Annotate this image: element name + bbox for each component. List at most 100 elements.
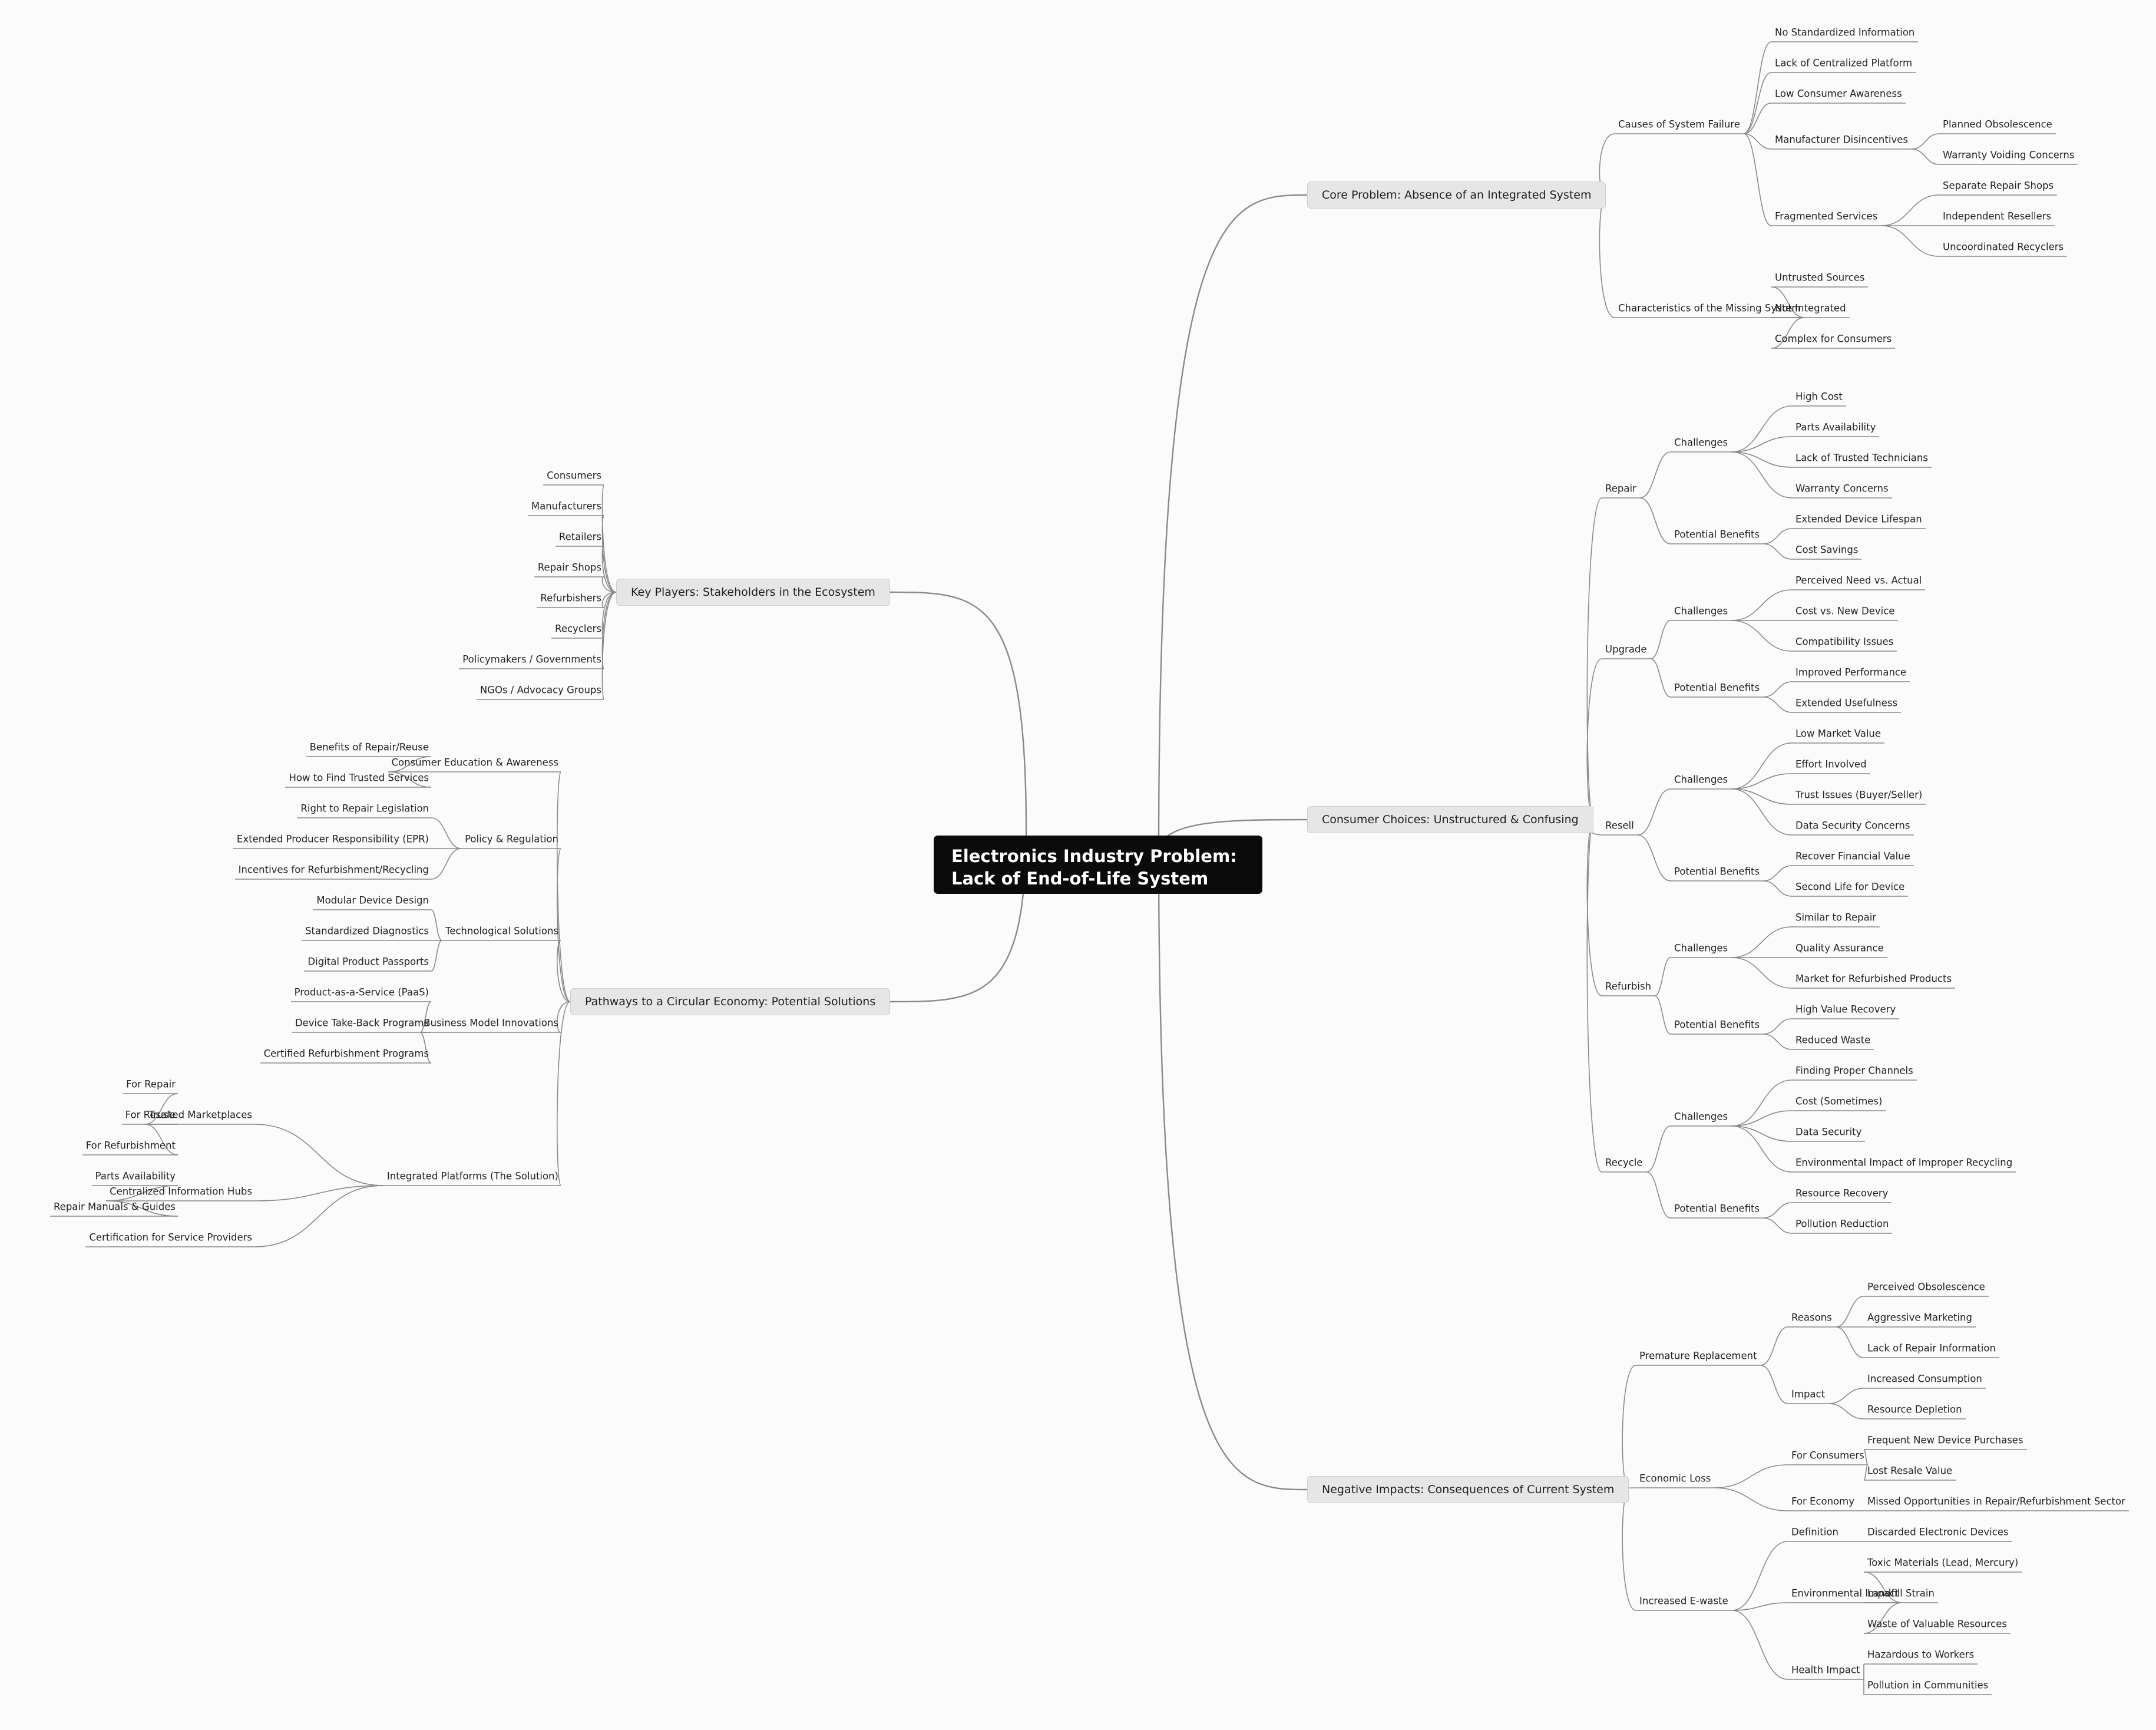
node-aggressive-marketing: Aggressive Marketing: [1867, 1312, 1972, 1323]
node-impact: Impact: [1791, 1388, 1826, 1400]
node-perceived-obsolescence: Perceived Obsolescence: [1867, 1281, 1985, 1293]
node-complex-for-consumers: Complex for Consumers: [1775, 333, 1892, 345]
node-refurbish: Refurbish: [1605, 980, 1652, 992]
node-device-take-back-programs: Device Take-Back Programs: [295, 1017, 429, 1029]
node-extended-producer-responsibility-epr: Extended Producer Responsibility (EPR): [236, 833, 429, 845]
node-reasons: Reasons: [1791, 1312, 1832, 1323]
node-standardized-diagnostics: Standardized Diagnostics: [305, 925, 429, 937]
node-separate-repair-shops: Separate Repair Shops: [1943, 180, 2054, 192]
node-challenges: Challenges: [1674, 437, 1728, 448]
node-lack-of-trusted-technicians: Lack of Trusted Technicians: [1795, 452, 1928, 464]
node-for-repair: For Repair: [126, 1078, 176, 1090]
node-parts-availability: Parts Availability: [95, 1170, 176, 1182]
node-product-as-a-service-paas: Product-as-a-Service (PaaS): [294, 986, 429, 998]
node-potential-benefits: Potential Benefits: [1674, 1019, 1760, 1031]
branch-core-problem-absence-of-an-integrated-system: Core Problem: Absence of an Integrated S…: [1307, 181, 1606, 209]
node-data-security: Data Security: [1795, 1126, 1862, 1138]
node-no-standardized-information: No Standardized Information: [1775, 27, 1915, 38]
node-retailers: Retailers: [558, 531, 601, 543]
node-pollution-in-communities: Pollution in Communities: [1867, 1679, 1989, 1691]
node-quality-assurance: Quality Assurance: [1795, 942, 1884, 954]
node-manufacturers: Manufacturers: [531, 500, 601, 512]
node-frequent-new-device-purchases: Frequent New Device Purchases: [1867, 1434, 2023, 1446]
node-potential-benefits: Potential Benefits: [1674, 1203, 1760, 1214]
node-refurbishers: Refurbishers: [540, 592, 601, 604]
node-reduced-waste: Reduced Waste: [1795, 1034, 1871, 1046]
node-low-market-value: Low Market Value: [1795, 728, 1881, 739]
node-improved-performance: Improved Performance: [1795, 666, 1907, 678]
node-potential-benefits: Potential Benefits: [1674, 866, 1760, 877]
node-policy-regulation: Policy & Regulation: [465, 833, 558, 845]
node-incentives-for-refurbishment-recycling: Incentives for Refurbishment/Recycling: [238, 864, 429, 876]
node-integrated-platforms-the-solution: Integrated Platforms (The Solution): [386, 1170, 558, 1182]
central-topic-line-1: Electronics Industry Problem:: [951, 846, 1237, 866]
node-repair-shops: Repair Shops: [537, 562, 601, 573]
node-health-impact: Health Impact: [1791, 1664, 1860, 1676]
node-definition: Definition: [1791, 1526, 1838, 1538]
node-potential-benefits: Potential Benefits: [1674, 682, 1760, 694]
node-upgrade: Upgrade: [1605, 643, 1647, 655]
node-technological-solutions: Technological Solutions: [445, 925, 558, 937]
node-digital-product-passports: Digital Product Passports: [307, 956, 429, 968]
node-consumer-education-awareness: Consumer Education & Awareness: [391, 757, 558, 768]
node-characteristics-of-the-missing-system: Characteristics of the Missing System: [1618, 302, 1801, 314]
node-challenges: Challenges: [1674, 942, 1728, 954]
node-extended-usefulness: Extended Usefulness: [1795, 697, 1898, 709]
node-resource-depletion: Resource Depletion: [1867, 1404, 1962, 1415]
node-recycle: Recycle: [1605, 1157, 1643, 1168]
node-certification-for-service-providers: Certification for Service Providers: [89, 1232, 252, 1243]
node-pollution-reduction: Pollution Reduction: [1795, 1218, 1889, 1230]
node-recyclers: Recyclers: [555, 623, 601, 635]
node-lack-of-centralized-platform: Lack of Centralized Platform: [1775, 57, 1913, 69]
node-causes-of-system-failure: Causes of System Failure: [1618, 118, 1740, 130]
node-discarded-electronic-devices: Discarded Electronic Devices: [1867, 1526, 2009, 1538]
node-for-consumers: For Consumers: [1791, 1450, 1864, 1461]
node-trust-issues-buyer-seller: Trust Issues (Buyer/Seller): [1795, 789, 1923, 801]
node-resell: Resell: [1605, 820, 1634, 831]
node-business-model-innovations: Business Model Innovations: [424, 1017, 558, 1029]
node-perceived-need-vs-actual: Perceived Need vs. Actual: [1795, 575, 1922, 586]
branch-consumer-choices-unstructured-confusing: Consumer Choices: Unstructured & Confusi…: [1307, 806, 1593, 833]
node-for-resale: For Resale: [125, 1109, 176, 1121]
node-for-refurbishment: For Refurbishment: [85, 1140, 176, 1151]
node-repair-manuals-guides: Repair Manuals & Guides: [53, 1201, 176, 1213]
node-economic-loss: Economic Loss: [1639, 1473, 1711, 1484]
node-cost-savings: Cost Savings: [1795, 544, 1859, 556]
node-parts-availability: Parts Availability: [1795, 421, 1876, 433]
node-independent-resellers: Independent Resellers: [1943, 210, 2052, 222]
node-consumers: Consumers: [547, 470, 601, 481]
node-ngos-advocacy-groups: NGOs / Advocacy Groups: [480, 684, 601, 696]
node-repair: Repair: [1605, 483, 1636, 494]
node-warranty-concerns: Warranty Concerns: [1795, 483, 1889, 494]
node-how-to-find-trusted-services: How to Find Trusted Services: [289, 772, 429, 784]
node-untrusted-sources: Untrusted Sources: [1775, 272, 1865, 283]
node-policymakers-governments: Policymakers / Governments: [462, 653, 601, 665]
central-topic-line-2: Lack of End-of-Life System: [951, 869, 1209, 889]
node-warranty-voiding-concerns: Warranty Voiding Concerns: [1943, 149, 2075, 161]
node-compatibility-issues: Compatibility Issues: [1795, 636, 1894, 648]
node-increased-consumption: Increased Consumption: [1867, 1373, 1982, 1385]
node-not-integrated: Not Integrated: [1775, 302, 1846, 314]
node-environmental-impact: Environmental Impact: [1791, 1587, 1899, 1599]
node-finding-proper-channels: Finding Proper Channels: [1795, 1065, 1913, 1077]
node-landfill-strain: Landfill Strain: [1867, 1587, 1935, 1599]
node-trusted-marketplaces: Trusted Marketplaces: [148, 1109, 252, 1121]
node-second-life-for-device: Second Life for Device: [1795, 881, 1905, 893]
node-challenges: Challenges: [1674, 1111, 1728, 1122]
node-centralized-information-hubs: Centralized Information Hubs: [110, 1186, 252, 1197]
node-lost-resale-value: Lost Resale Value: [1867, 1465, 1953, 1477]
node-hazardous-to-workers: Hazardous to Workers: [1867, 1649, 1975, 1660]
node-potential-benefits: Potential Benefits: [1674, 529, 1760, 540]
node-fragmented-services: Fragmented Services: [1775, 210, 1878, 222]
node-lack-of-repair-information: Lack of Repair Information: [1867, 1342, 1996, 1354]
node-cost-sometimes: Cost (Sometimes): [1795, 1095, 1883, 1107]
node-environmental-impact-of-improper-recycling: Environmental Impact of Improper Recycli…: [1795, 1157, 2013, 1168]
node-cost-vs-new-device: Cost vs. New Device: [1795, 605, 1895, 617]
node-modular-device-design: Modular Device Design: [316, 894, 429, 906]
node-recover-financial-value: Recover Financial Value: [1795, 850, 1910, 862]
node-for-economy: For Economy: [1791, 1495, 1855, 1507]
node-planned-obsolescence: Planned Obsolescence: [1943, 118, 2052, 130]
central-topic: Electronics Industry Problem: Lack of En…: [934, 836, 1262, 894]
node-benefits-of-repair-reuse: Benefits of Repair/Reuse: [309, 741, 429, 753]
node-uncoordinated-recyclers: Uncoordinated Recyclers: [1943, 241, 2064, 253]
